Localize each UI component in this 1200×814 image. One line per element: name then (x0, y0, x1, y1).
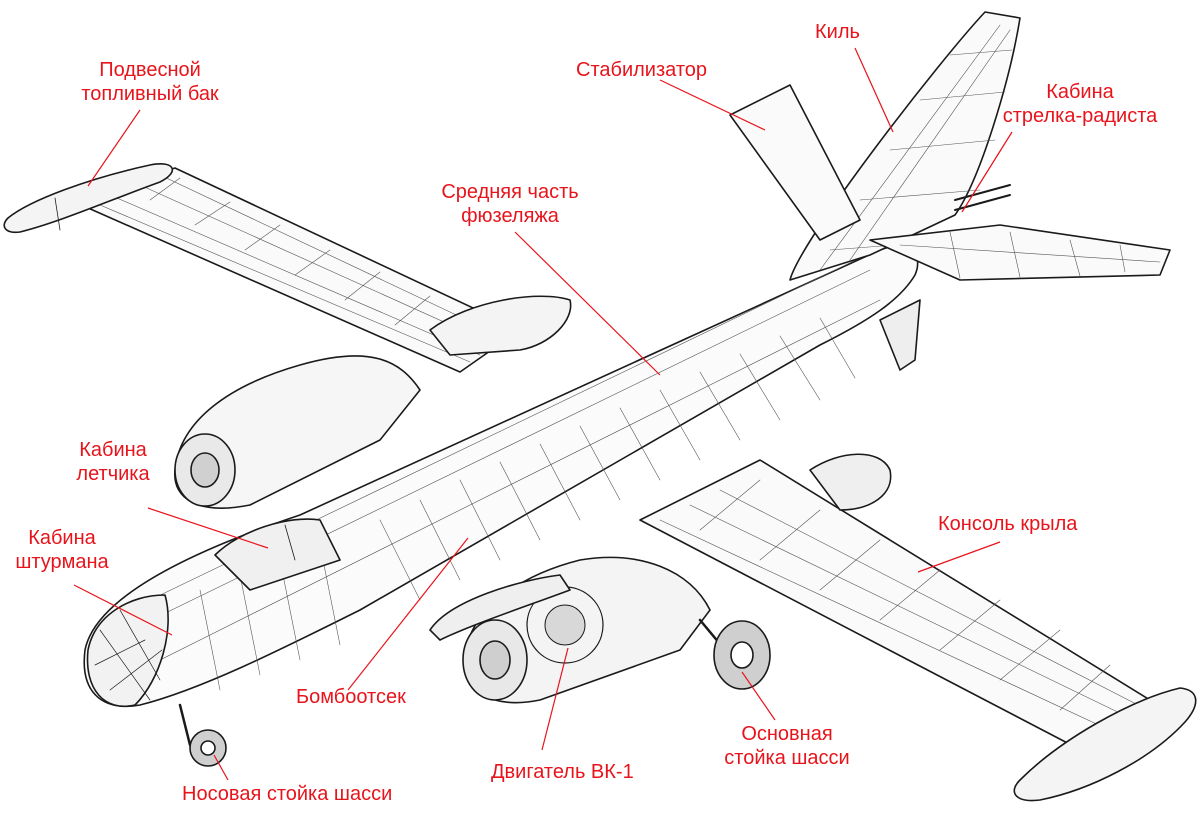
leader-bomb-bay (347, 537, 469, 691)
label-nose-gear: Носовая стойка шасси (182, 783, 393, 805)
right-wing (639, 459, 1151, 761)
leader-nose-gear (213, 754, 229, 781)
pilot-canopy (214, 518, 341, 591)
leader-fin (854, 47, 894, 133)
bomb (429, 574, 571, 641)
label-fuel-tank: Подвесной топливный бак (81, 59, 219, 105)
leader-navigator-cabin (73, 584, 173, 636)
label-bomb-bay: Бомбоотсек (296, 686, 406, 708)
leader-main-gear (741, 671, 776, 721)
leader-stabilizer (659, 79, 766, 131)
label-pilot-cabin: Кабина летчика (76, 439, 150, 485)
leader-engine (541, 647, 569, 751)
leader-wing-console (917, 541, 1001, 573)
label-mid-fuselage: Средняя часть фюзеляжа (441, 181, 579, 227)
label-stabilizer: Стабилизатор (576, 59, 708, 81)
left-drop-tank (3, 163, 174, 234)
horizontal-stabilizer-right (869, 224, 1171, 281)
leader-pilot-cabin (147, 507, 269, 549)
leader-gunner-cabin (961, 131, 1013, 213)
label-main-gear: Основная стойка шасси (724, 723, 850, 769)
main-landing-gear (698, 618, 771, 690)
label-navigator-cabin: Кабина штурмана (15, 527, 109, 573)
leader-fuel-tank (87, 109, 141, 187)
nose-landing-gear (178, 703, 227, 767)
horizontal-stabilizer-left (729, 84, 861, 241)
fuselage (83, 245, 919, 707)
label-fin: Киль (815, 21, 860, 43)
label-wing-console: Консоль крыла (938, 513, 1078, 535)
right-drop-tank (1013, 687, 1197, 802)
label-engine: Двигатель ВК-1 (491, 761, 634, 783)
label-gunner-cabin: Кабина стрелка-радиста (1002, 81, 1158, 127)
leader-mid-fuselage (514, 231, 661, 376)
